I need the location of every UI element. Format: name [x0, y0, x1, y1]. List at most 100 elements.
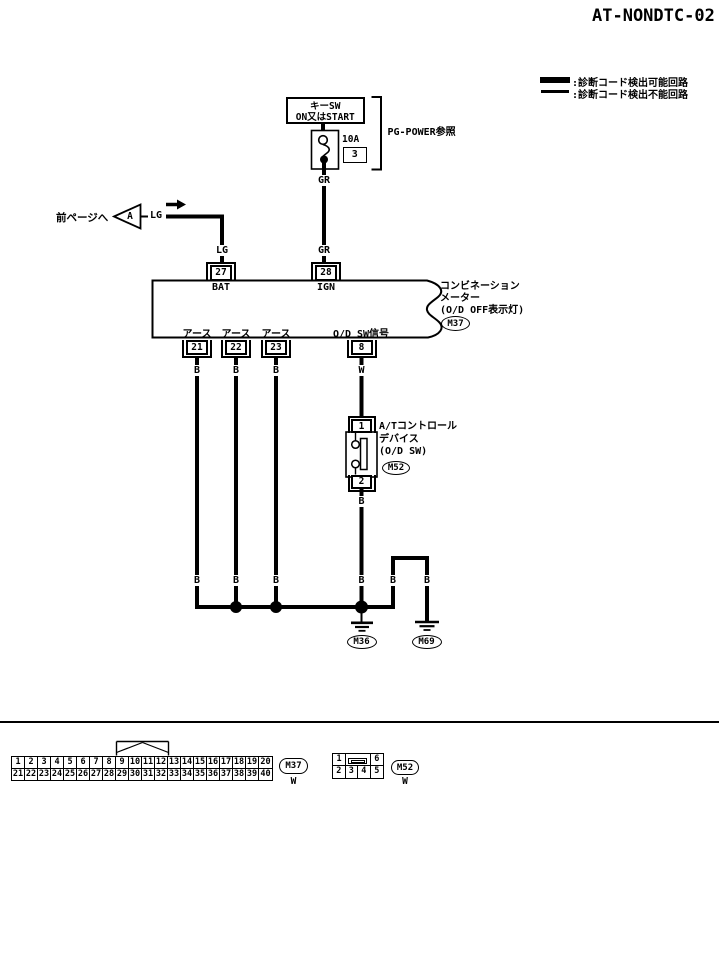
junction-dot [270, 601, 282, 613]
pin-number-21: 21 [186, 339, 208, 355]
pin-cell: 10 [129, 756, 142, 768]
pin-cell: 23 [38, 768, 51, 780]
switch-icon [359, 437, 368, 471]
key-switch-line1: キーSW [310, 101, 341, 112]
legend-detectable-label: :診断コード検出可能回路 [572, 77, 689, 89]
wire-label-gr: GR [316, 175, 332, 186]
pin-cell: 24 [51, 768, 64, 780]
meter-name-line1: コンビネーション [440, 281, 520, 292]
device-name-line1: A/Tコントロール [379, 420, 458, 432]
pin-cell: 9 [116, 756, 129, 768]
pin-cell: 14 [181, 756, 194, 768]
pin-cell: 26 [77, 768, 90, 780]
wire-label-lg: LG [148, 210, 164, 221]
pin-cell: 18 [233, 756, 246, 768]
pin-cell: 7 [90, 756, 103, 768]
pin-cell: 17 [220, 756, 233, 768]
pin-cell: 38 [233, 768, 246, 780]
pin-cell: 5 [374, 766, 380, 777]
m37-key-tab [115, 740, 170, 756]
legend-thin-line-icon [541, 89, 569, 93]
m52-key-slot-bar [350, 759, 365, 764]
fuse-icon [317, 134, 329, 146]
wire-label-b: B [192, 365, 202, 376]
pin-cell: 37 [220, 768, 233, 780]
pin-cell: 25 [64, 768, 77, 780]
m52-key-slot [347, 757, 367, 764]
pin-cell: 1 [333, 754, 346, 766]
pin-cell: 28 [103, 768, 116, 780]
flow-arrow-icon [177, 199, 186, 210]
pin-cell: 2 [333, 766, 346, 778]
pin-label-earth: アース [221, 328, 251, 340]
switch-icon [350, 459, 361, 469]
pin-cell: 35 [194, 768, 207, 780]
pin-cell: 6 [77, 756, 90, 768]
pin-cell: 34 [181, 768, 194, 780]
pin-cell: 12 [155, 756, 168, 768]
meter-name-line2: メーター [440, 293, 480, 304]
pin-cell: 16 [207, 756, 220, 768]
pin-cell: 8 [103, 756, 116, 768]
m52-grid-row1: 1 6 [333, 754, 384, 766]
wire-label-gr: GR [316, 245, 332, 256]
device-pin-number-2: 2 [351, 474, 372, 489]
pin-cell: 3 [38, 756, 51, 768]
prev-page-label: 前ページへ [56, 211, 109, 224]
pin-cell: 3 [346, 766, 358, 778]
meter-name-line3: (O/D OFF表示灯) [440, 304, 525, 316]
pin-cell: 4 [51, 756, 64, 768]
pin-cell: 21 [12, 768, 25, 780]
pin-cell: 11 [142, 756, 155, 768]
wire-label-b: B [357, 575, 366, 586]
pin-number-8: 8 [350, 339, 373, 355]
m37-grid-oval: M37 [279, 757, 308, 774]
junction-dot [355, 600, 368, 614]
pin-cell: 6 [369, 754, 384, 766]
pin-cell: 15 [194, 756, 207, 768]
pin-label-od-sw: O/D SW信号 [332, 328, 390, 340]
ground-symbol-m69 [415, 620, 439, 631]
pin-connector-21 [182, 339, 212, 358]
wire-label-b: B [388, 575, 398, 586]
page-connector-letter: A [127, 210, 133, 222]
m52-grid-color: W [402, 776, 408, 787]
fuse-icon [320, 155, 328, 164]
m37-grid-color: W [290, 775, 297, 787]
pin-cell: 33 [168, 768, 181, 780]
device-name-line2: デバイス [379, 433, 419, 445]
pin-number-22: 22 [225, 339, 247, 355]
pin-label-ign: IGN [316, 282, 336, 293]
junction-dot [230, 601, 242, 613]
pin-cell: 30 [129, 768, 142, 780]
wire-label-w: W [357, 364, 366, 376]
pin-number-27: 27 [210, 265, 232, 281]
fuse-slot-box: 3 [343, 147, 367, 163]
pin-cell: 22 [25, 768, 38, 780]
m52-slot-area [346, 754, 370, 765]
pin-cell: 32 [155, 768, 168, 780]
pin-connector-28 [311, 262, 341, 281]
wire-label-b: B [231, 575, 241, 586]
fuse-rating-label: 10A [342, 134, 360, 145]
wire-label-b: B [192, 575, 202, 586]
pin-cell: 40 [260, 768, 271, 779]
pin-cell: 20 [260, 756, 271, 767]
wire-label-b: B [231, 365, 241, 376]
legend-thick-line-icon [540, 77, 570, 83]
wire-lg-to-bat [166, 214, 224, 262]
device-pin-connector-1 [347, 416, 376, 433]
pin-cell: 4 [358, 766, 371, 778]
section-divider [0, 721, 719, 724]
wire-label-lg: LG [214, 245, 230, 256]
pin-label-bat: BAT [211, 282, 231, 293]
switch-icon [350, 439, 361, 450]
device-pin-connector-2 [347, 474, 376, 492]
pin-label-earth: アース [261, 328, 291, 340]
pin-cell: 2 [25, 756, 38, 768]
device-name-line3: (O/D SW) [379, 446, 428, 457]
